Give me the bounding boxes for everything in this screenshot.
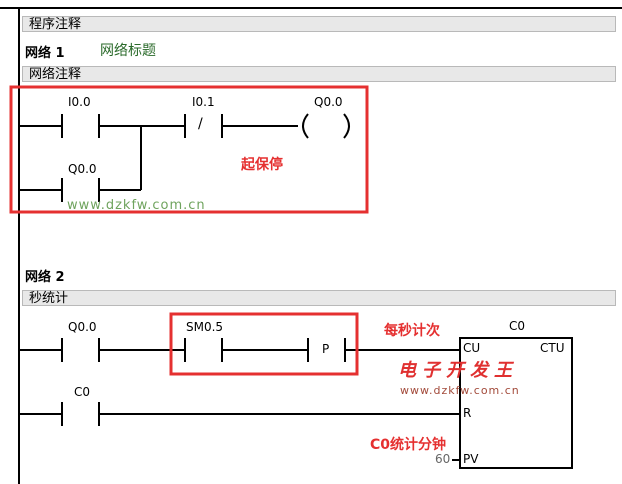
contact-i00-label: I0.0 xyxy=(68,95,91,109)
edge-p-label: P xyxy=(322,342,330,356)
network-1-name[interactable]: 网络标题 xyxy=(100,43,156,59)
annotation-start-stop: 起保停 xyxy=(241,157,283,173)
brand-url: www.dzkfw.com.cn xyxy=(400,384,520,397)
counter-cu-pin: CU xyxy=(463,341,481,355)
coil-q00-label: Q0.0 xyxy=(314,95,343,109)
network-2-title[interactable]: 网络 2 xyxy=(25,270,65,285)
counter-r-pin: R xyxy=(463,406,472,420)
nc-slash-symbol: / xyxy=(198,116,203,132)
watermark-url: www.dzkfw.com.cn xyxy=(67,198,206,213)
counter-pv-value: 60 xyxy=(435,452,451,466)
network-2-comment[interactable]: 秒统计 xyxy=(22,290,616,306)
brand-logo: 电子开发王 xyxy=(398,360,518,381)
contact-i01-label: I0.1 xyxy=(192,95,215,109)
counter-pv-pin: PV xyxy=(463,452,479,466)
highlight-box-2 xyxy=(169,312,359,376)
annotation-minute-count: C0统计分钟 xyxy=(370,437,447,453)
counter-box xyxy=(459,337,573,469)
counter-type: CTU xyxy=(540,341,565,355)
contact-c0-label: C0 xyxy=(74,385,91,399)
contact-sm05-label: SM0.5 xyxy=(186,320,224,334)
contact-q00-label-n2: Q0.0 xyxy=(68,320,97,334)
n1-coil-right xyxy=(343,113,350,139)
network-1-comment[interactable]: 网络注释 xyxy=(22,66,616,82)
program-comment[interactable]: 程序注释 xyxy=(22,16,616,32)
counter-name: C0 xyxy=(509,319,526,333)
contact-q00-label: Q0.0 xyxy=(68,162,97,176)
annotation-per-second: 每秒计次 xyxy=(384,323,440,339)
n1-coil-left xyxy=(302,113,309,139)
network-1-title[interactable]: 网络 1 xyxy=(25,46,65,61)
highlight-box-1 xyxy=(9,85,369,214)
